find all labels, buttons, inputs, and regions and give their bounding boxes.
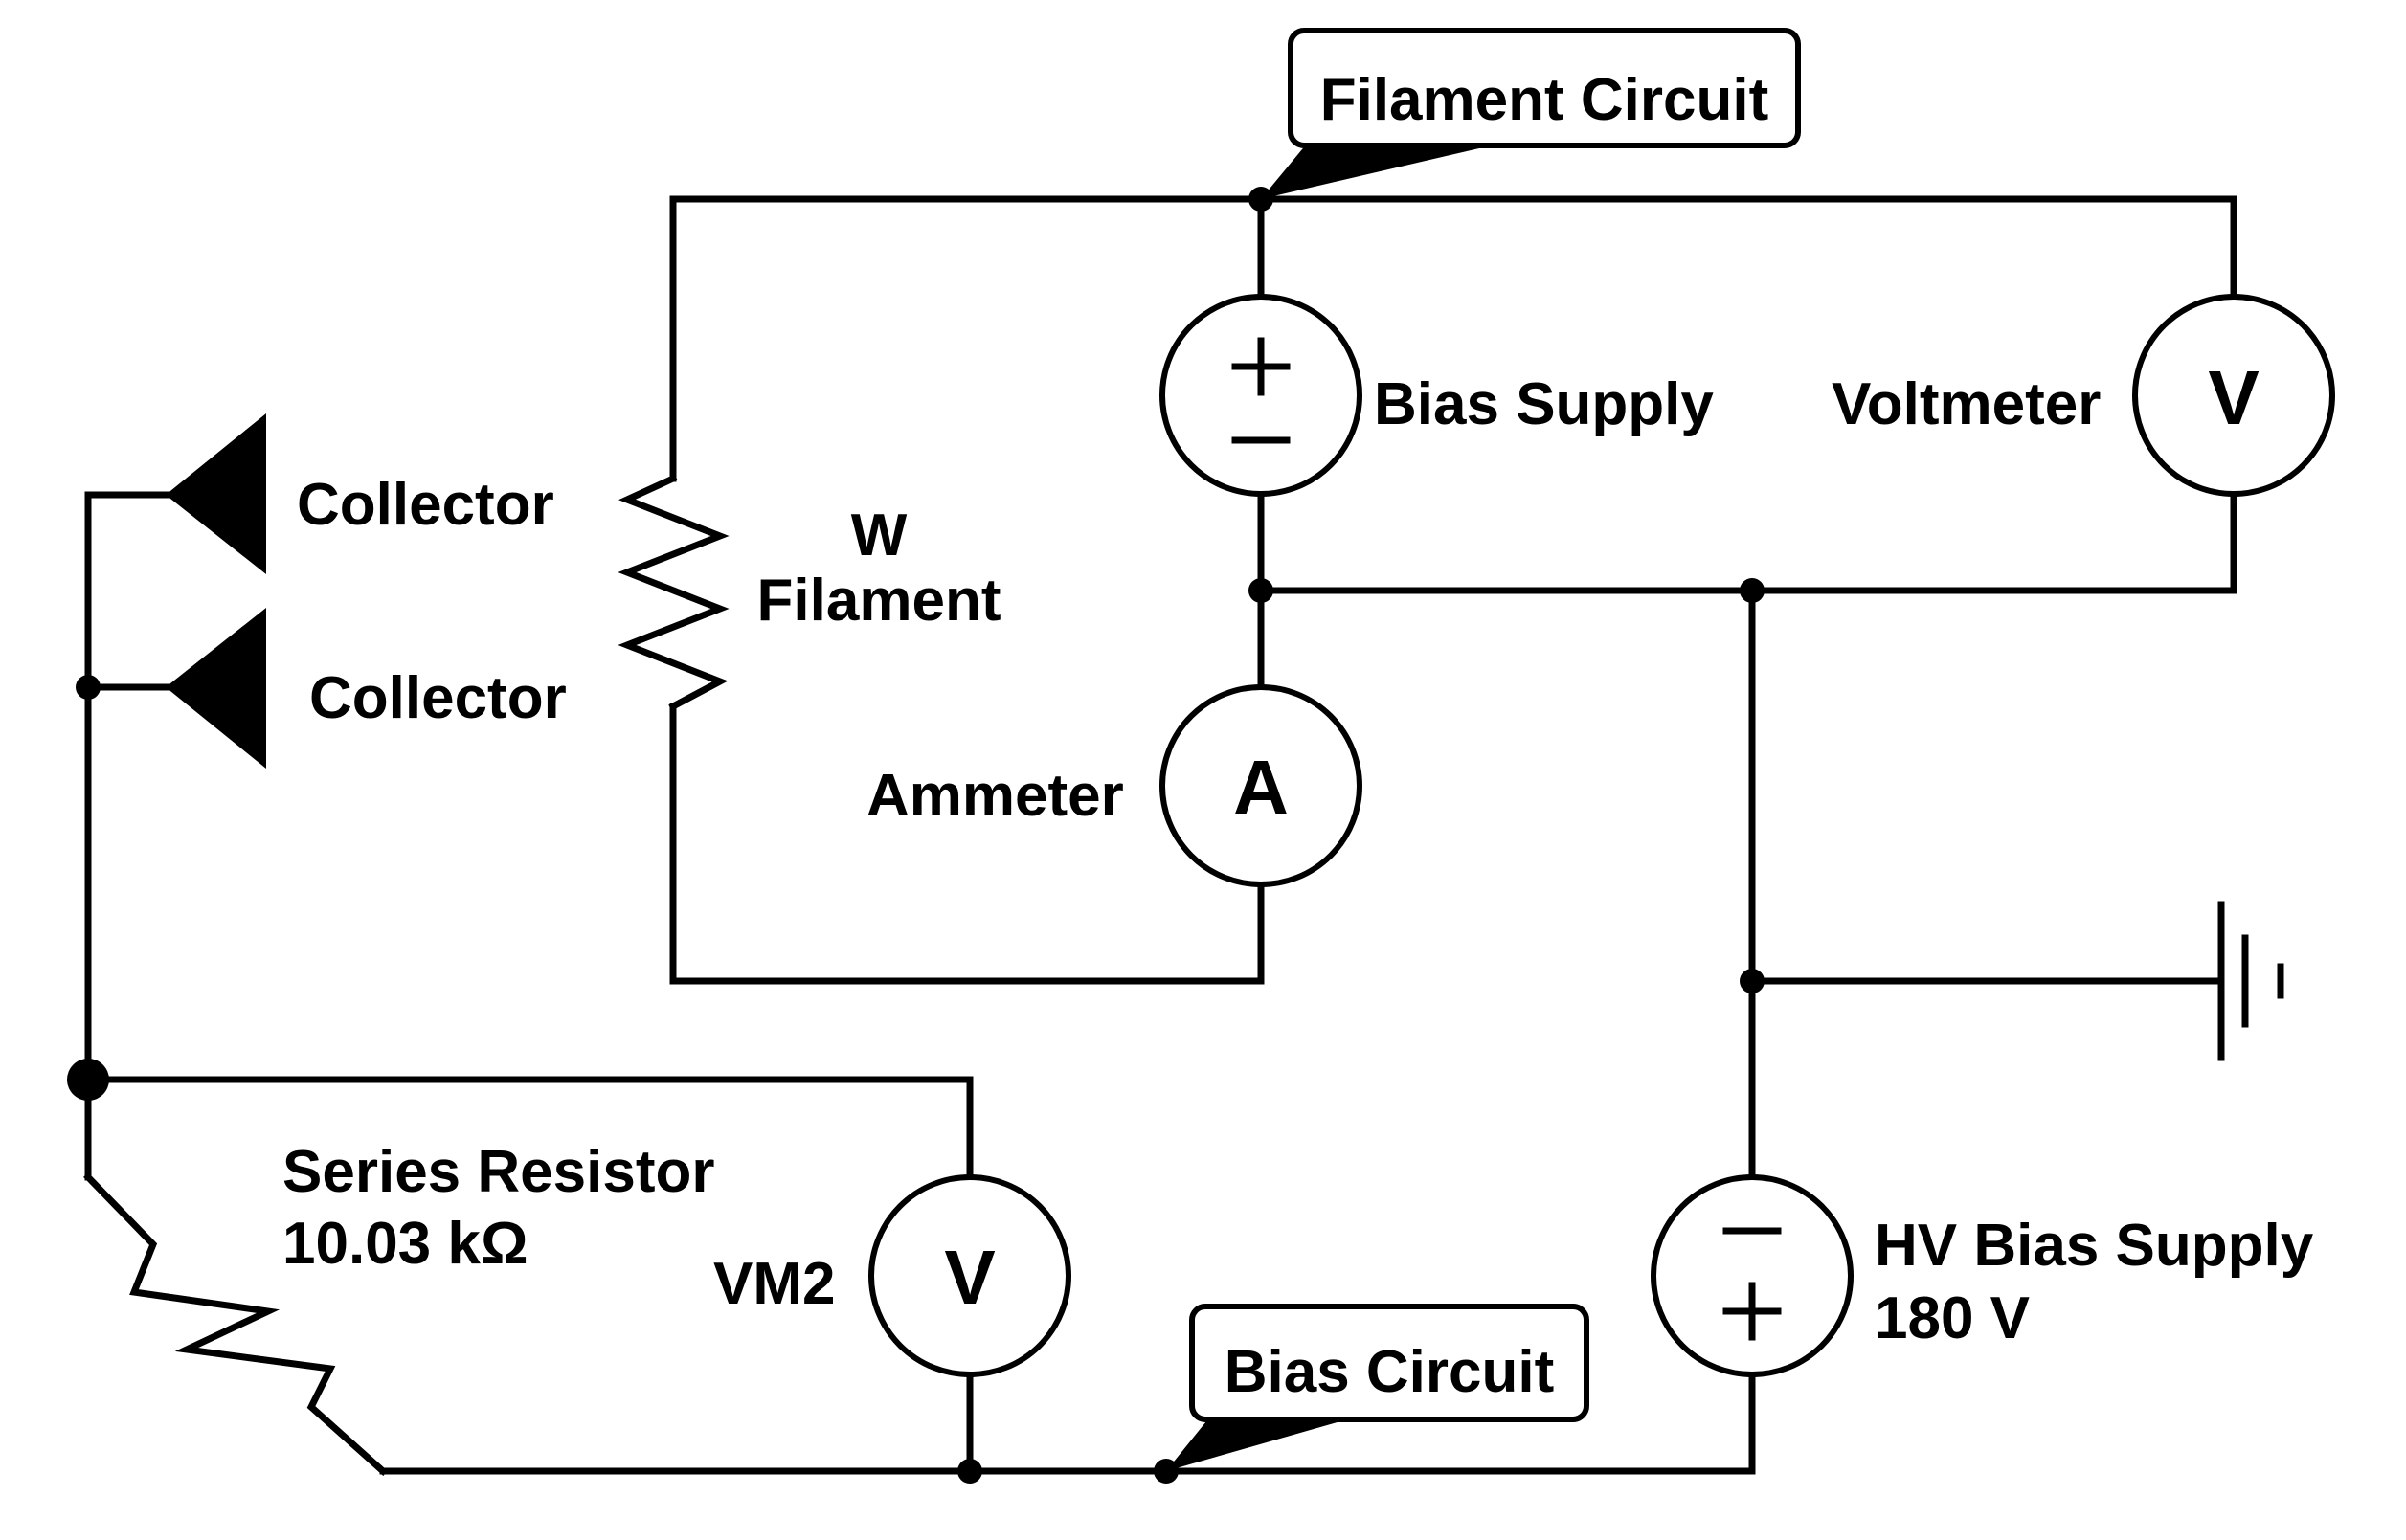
- filament-circuit-callout: Filament Circuit: [1261, 28, 1801, 199]
- vm2-meter: V: [868, 1174, 1071, 1377]
- filament-label-line2: Filament: [757, 568, 1001, 634]
- ground-icon: [2217, 901, 2284, 1061]
- bias-circuit-label: Bias Circuit: [1225, 1339, 1555, 1405]
- filament-resistor-icon: [618, 474, 730, 711]
- filament-circuit-wires: [669, 195, 2237, 985]
- bias-circuit-wires: [84, 491, 2225, 1475]
- filament-circuit-label: Filament Circuit: [1320, 67, 1769, 133]
- bias-supply-source: [1159, 294, 1362, 497]
- collector-bottom-label: Collector: [309, 665, 567, 731]
- voltmeter-meter: V: [2132, 294, 2335, 497]
- bias-supply-label: Bias Supply: [1374, 371, 1714, 437]
- ammeter-label: Ammeter: [866, 763, 1124, 829]
- voltmeter-symbol: V: [2208, 355, 2259, 440]
- collector-icon: [166, 413, 266, 574]
- series-resistor-icon: [83, 1172, 388, 1476]
- collector-top-label: Collector: [297, 472, 554, 538]
- hv-bias-supply-source: [1651, 1174, 1854, 1377]
- ammeter-symbol: A: [1233, 745, 1289, 830]
- hv-bias-supply-value: 180 V: [1875, 1285, 2030, 1351]
- series-resistor-value: 10.03 kΩ: [282, 1211, 528, 1277]
- voltmeter-label: Voltmeter: [1832, 371, 2101, 437]
- vm2-symbol: V: [944, 1235, 995, 1320]
- series-resistor-label: Series Resistor: [282, 1139, 714, 1205]
- collector-icon: [166, 608, 266, 769]
- hv-bias-supply-label: HV Bias Supply: [1875, 1213, 2314, 1279]
- vm2-label: VM2: [713, 1251, 835, 1317]
- ammeter-meter: A: [1159, 684, 1362, 887]
- bias-circuit-callout: Bias Circuit: [1166, 1304, 1589, 1471]
- filament-label-line1: W: [851, 502, 908, 569]
